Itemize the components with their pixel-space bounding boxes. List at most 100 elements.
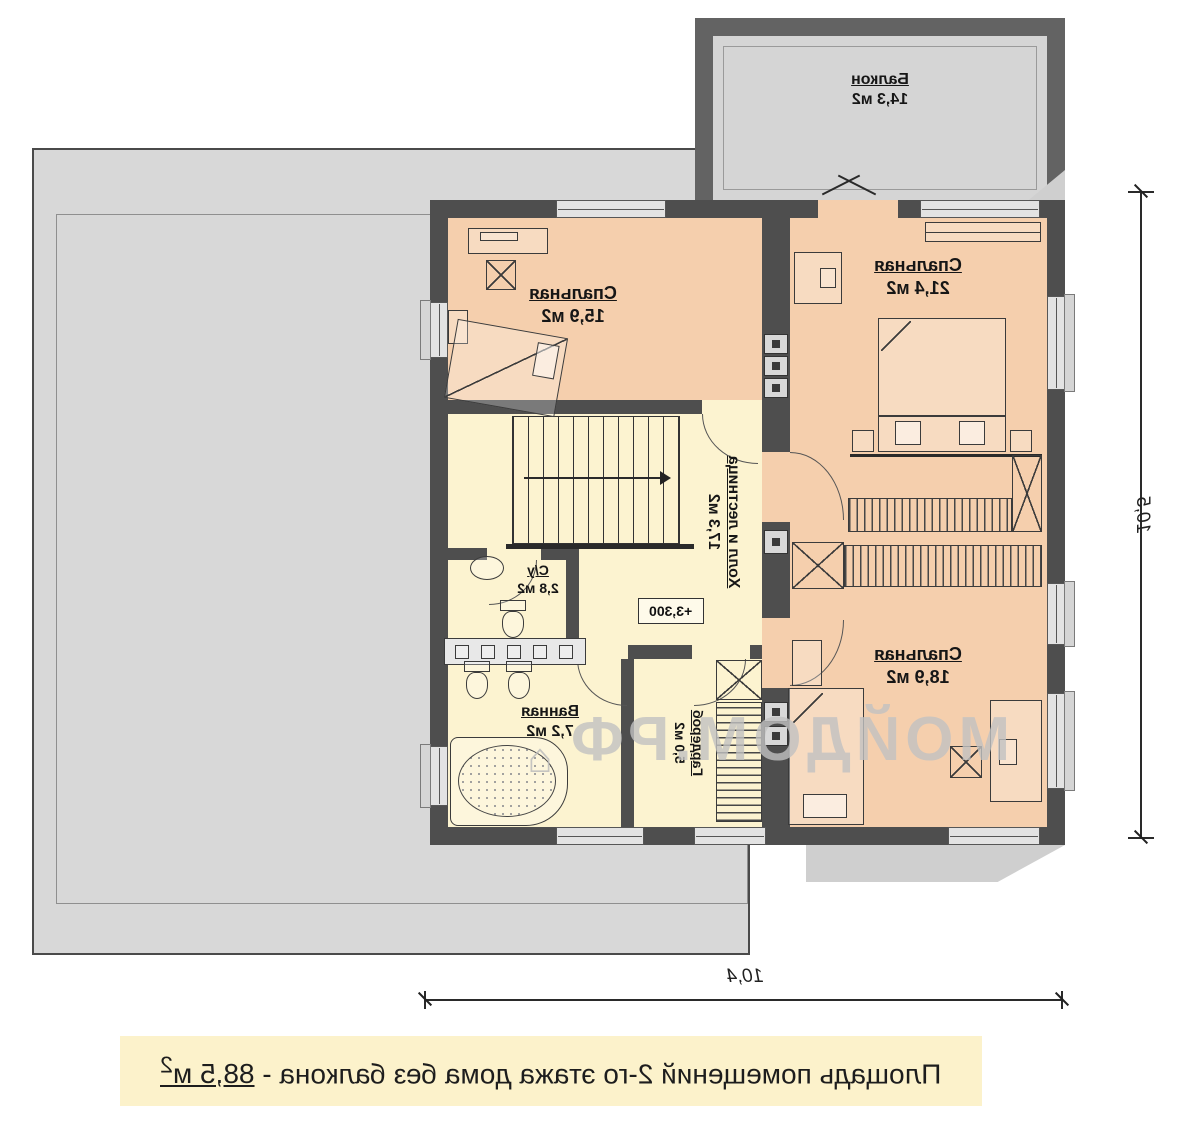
- bed: [788, 688, 864, 825]
- desk-monitor: [999, 739, 1017, 765]
- vent-shaft: [764, 726, 788, 746]
- door-opening: [762, 452, 790, 522]
- nightstand: [1010, 430, 1032, 452]
- room-name: Балкон: [851, 71, 909, 88]
- stairs-rail: [506, 544, 694, 549]
- window: [430, 746, 448, 806]
- vent-shaft: [764, 530, 788, 554]
- toilet-bowl: [466, 672, 488, 699]
- cupboard: [792, 640, 822, 686]
- vanity-sink: [455, 645, 469, 659]
- desk-monitor: [820, 268, 836, 288]
- bathtub-inner: [458, 745, 556, 817]
- nightstand: [852, 430, 874, 452]
- room-area: 18,9 м2: [886, 666, 950, 687]
- room-label-bedroom-top-right: Спальная 21,4 м2: [843, 254, 993, 299]
- closet-hangers: [716, 702, 762, 822]
- window: [556, 200, 666, 218]
- vent-shaft: [764, 356, 788, 376]
- door-opening: [702, 400, 762, 414]
- caption-text: Площадь помещений 2-го этажа дома без ба…: [160, 1052, 941, 1090]
- wall-segment: [430, 218, 448, 827]
- window-sill: [420, 300, 431, 360]
- desk: [794, 252, 842, 304]
- bidet-tank: [506, 661, 532, 672]
- elevation-mark: +3,300: [638, 598, 704, 624]
- room-name: Спальная: [529, 283, 617, 303]
- closet-hangers: [844, 545, 1042, 587]
- caption-box: Площадь помещений 2-го этажа дома без ба…: [120, 1036, 982, 1106]
- room-name: Спальная: [874, 644, 962, 664]
- window-sill: [1064, 294, 1075, 392]
- dimension-line-right: [1140, 192, 1142, 838]
- room-label-wc: С/у 2,8 м2: [500, 562, 576, 597]
- vent-shaft: [764, 334, 788, 354]
- room-area: 14,3 м2: [851, 91, 909, 108]
- caption-value: 88,5 м: [173, 1058, 255, 1090]
- chair: [950, 746, 982, 778]
- window: [1047, 693, 1065, 789]
- vanity-counter: [444, 638, 586, 665]
- toilet-tank: [500, 600, 526, 611]
- dimension-label-bottom: 10,4: [726, 966, 764, 987]
- window: [1047, 583, 1065, 645]
- stairs-arrow-icon: [660, 471, 671, 485]
- room-region-balcony: [713, 36, 1047, 200]
- vanity-sink: [533, 645, 547, 659]
- vent-shaft: [764, 702, 788, 722]
- wall-segment: [695, 18, 1065, 36]
- chair: [486, 260, 516, 290]
- desk: [990, 700, 1042, 802]
- closet-hangers: [848, 498, 1012, 532]
- window: [694, 827, 766, 845]
- bed-blanket-line: [879, 415, 1005, 417]
- bed: [878, 318, 1006, 452]
- closet-box: [716, 660, 762, 700]
- wall-segment: [762, 218, 790, 827]
- shelf-line: [850, 454, 1042, 457]
- door-opening: [576, 645, 628, 659]
- room-name: Холл и лестница: [725, 455, 742, 589]
- window: [556, 827, 644, 845]
- room-area: 2,8 м2: [517, 579, 559, 596]
- room-area: 17,3 м2: [705, 493, 722, 551]
- dimension-label-right: 10,5: [1132, 496, 1153, 534]
- door-opening: [692, 645, 750, 659]
- watermark-text: МОЙДОМ.РФ: [565, 704, 1011, 774]
- balcony-railing-line: [723, 46, 1037, 190]
- window-sill: [1064, 581, 1075, 647]
- room-area: 21,4 м2: [886, 277, 950, 298]
- dresser: [925, 222, 1041, 242]
- dimension-line-bottom: [425, 999, 1063, 1001]
- caption-sup: 2: [160, 1051, 174, 1078]
- caption-prefix: Площадь помещений 2-го этажа дома без ба…: [254, 1058, 942, 1090]
- roof-bottom-shape: [806, 845, 1065, 882]
- wc-sink: [470, 556, 504, 580]
- toilet-tank: [464, 661, 490, 672]
- room-label-bedroom-bottom-right: Спальная 18,9 м2: [843, 643, 993, 688]
- bidet-bowl: [508, 672, 530, 699]
- toilet-bowl: [502, 611, 524, 638]
- vanity-sink: [559, 645, 573, 659]
- room-name: С/у: [527, 562, 549, 578]
- door-opening: [762, 618, 790, 688]
- door-opening-balcony: [818, 200, 898, 218]
- bed-fold: [793, 693, 823, 723]
- bed-pillow: [532, 342, 560, 380]
- bed-pillow: [895, 421, 921, 445]
- bed-pillow: [803, 794, 847, 818]
- wall-segment: [1047, 18, 1065, 200]
- window-sill: [420, 744, 431, 808]
- dresser-line: [926, 232, 1040, 233]
- door-opening: [487, 548, 541, 560]
- window: [430, 302, 448, 358]
- room-label-hall: Холл и лестница 17,3 м2: [703, 427, 743, 617]
- stairs-direction-line: [524, 477, 664, 479]
- room-area: 15,9 м2: [541, 305, 605, 326]
- closet-box: [792, 542, 844, 589]
- stairs: [512, 416, 680, 544]
- closet-box: [1012, 455, 1042, 532]
- vanity-sink: [481, 645, 495, 659]
- window: [1047, 296, 1065, 390]
